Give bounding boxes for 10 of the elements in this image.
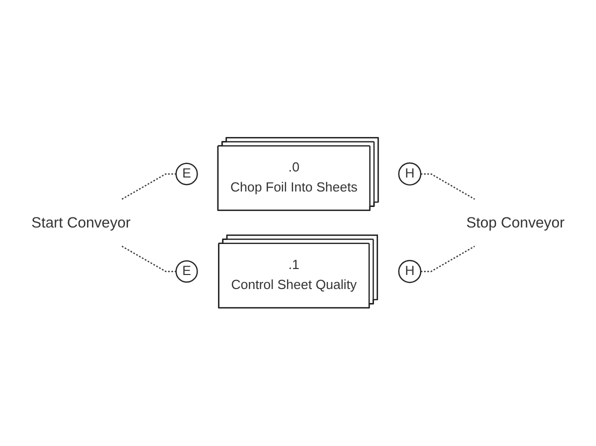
node-circle: H (398, 162, 422, 186)
node-text: Stop Conveyor (466, 214, 565, 231)
connector (122, 246, 176, 272)
node-circle: H (398, 260, 422, 284)
connector (420, 174, 475, 200)
node-circle: E (175, 260, 198, 283)
node-text: Start Conveyor (31, 214, 131, 231)
node-circle: E (175, 163, 198, 186)
connector (122, 174, 176, 200)
connector (420, 246, 475, 272)
